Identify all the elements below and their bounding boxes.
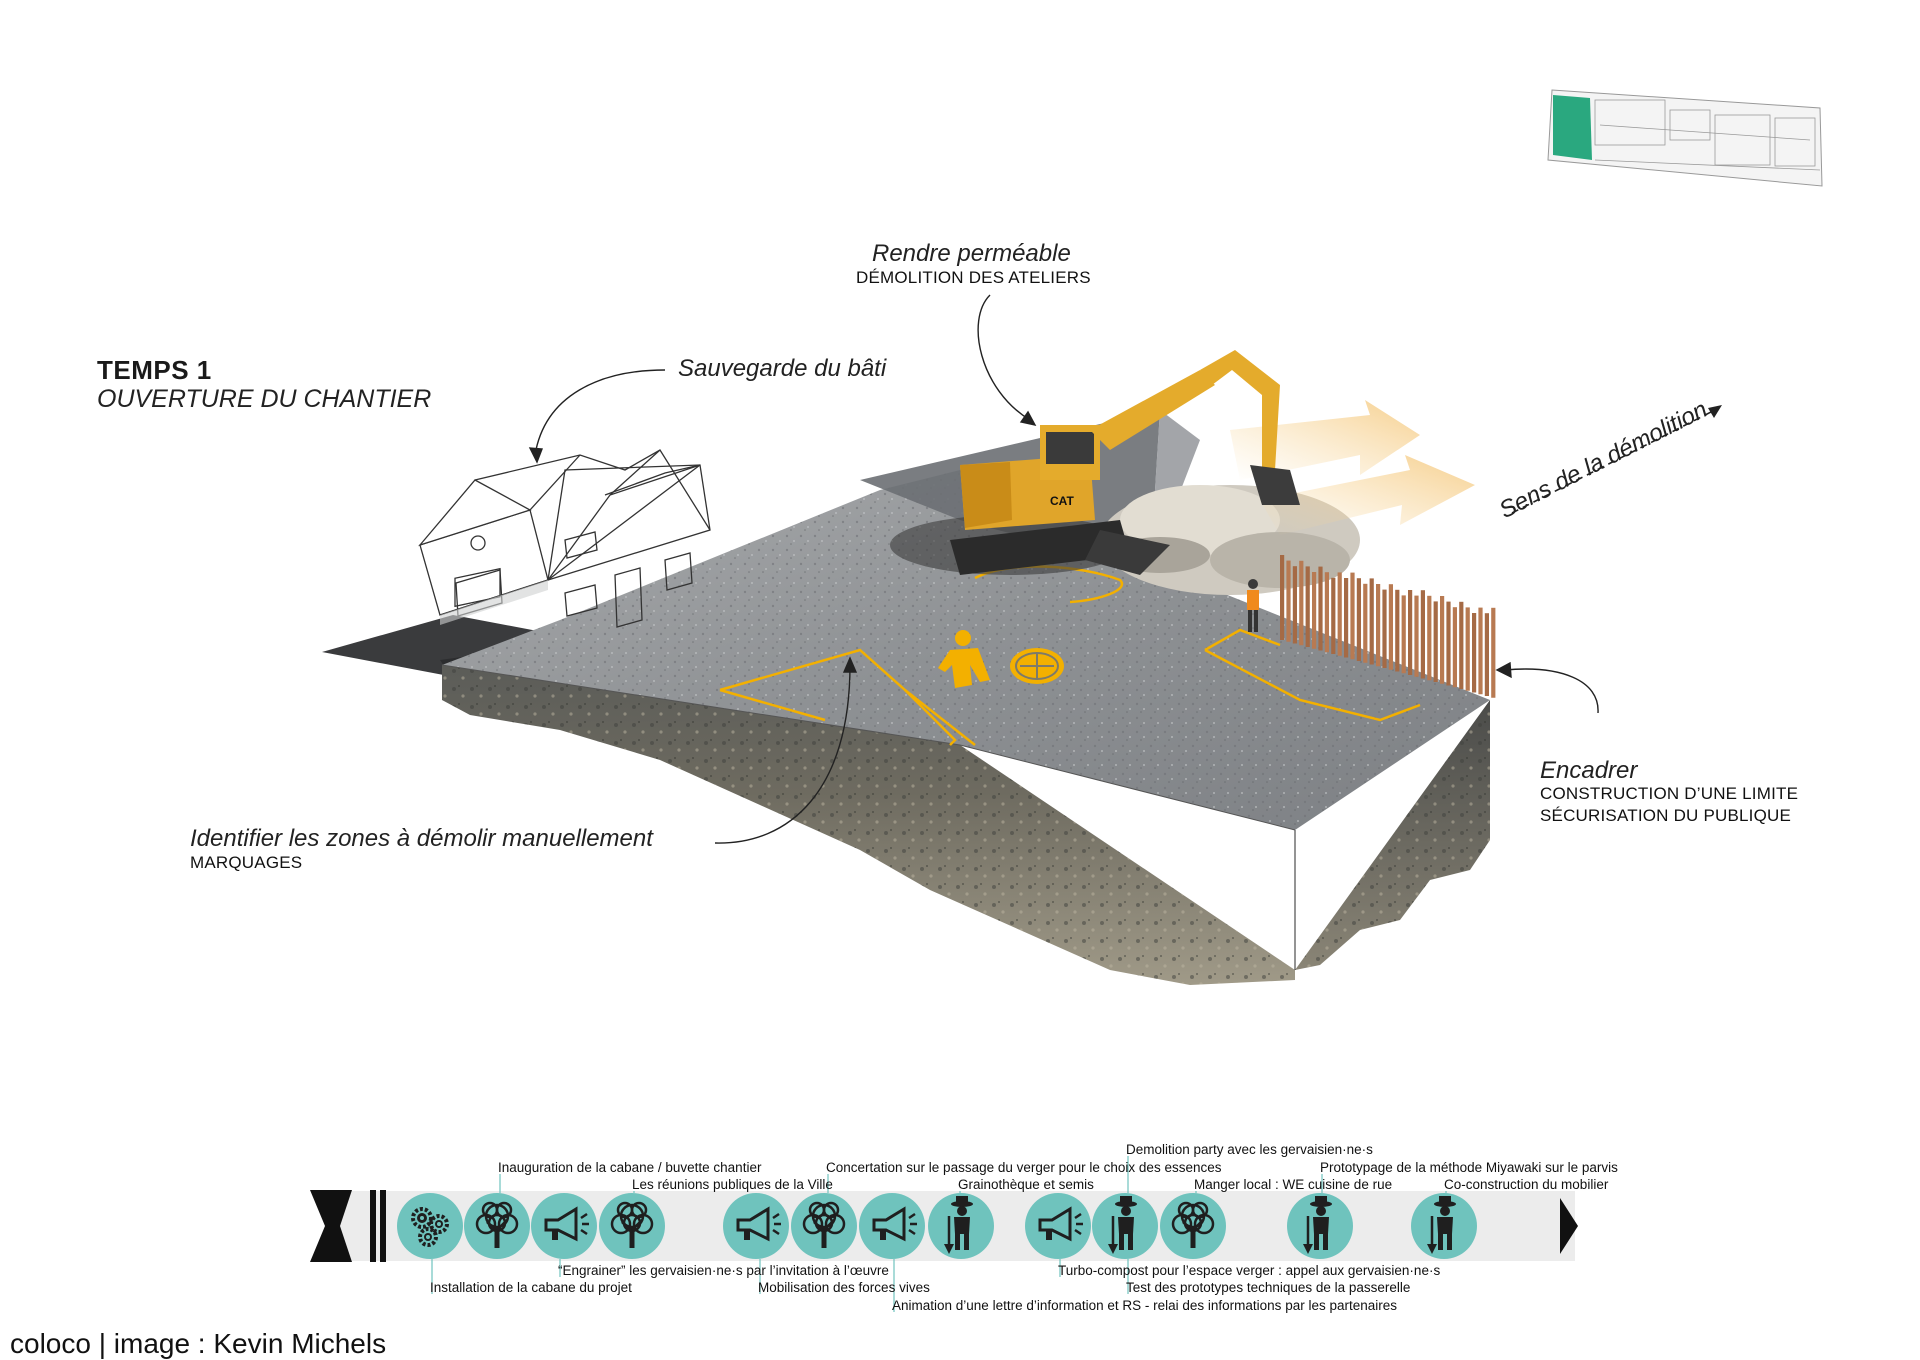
timeline-label-bottom: Turbo-compost pour l’espace verger : app… [1058,1263,1441,1278]
timeline-label-top: Concertation sur le passage du verger po… [826,1160,1222,1175]
timeline-connectors [431,1156,1447,1312]
locator-map [1546,77,1823,192]
wooden-fence [1280,555,1496,698]
annotation-encadrer-caption-1: CONSTRUCTION D’UNE LIMITE [1540,784,1799,803]
fence-slat [1459,601,1464,689]
fence-slat [1286,560,1291,642]
fence-slat [1452,607,1457,688]
fence-slat [1324,572,1329,653]
timeline-start-marker [310,1190,352,1262]
timeline-label-top: Prototypage de la méthode Miyawaki sur l… [1320,1160,1618,1175]
fence-slat [1299,560,1304,646]
fence-slat [1363,583,1368,663]
timeline-label-top: Co-construction du mobilier [1444,1177,1609,1192]
fence-slat [1312,572,1317,649]
annotation-encadrer-caption-2: SÉCURISATION DU PUBLIQUE [1540,806,1792,825]
fence-slat [1331,577,1336,654]
fence-slat [1446,601,1451,686]
megaphone-icon [723,1193,789,1259]
fence-slat [1292,566,1297,644]
fence-slat [1376,584,1381,667]
annotation-encadrer-title: Encadrer [1540,757,1638,784]
image-credit: coloco | image : Kevin Michels [10,1328,387,1359]
fence-slat [1318,566,1323,651]
fence-slat [1472,613,1477,693]
gears-icon [397,1193,463,1259]
fence-slat [1491,607,1496,698]
fence-slat [1369,578,1374,665]
tree-icon [464,1193,530,1259]
page-subtitle: OUVERTURE DU CHANTIER [97,385,432,413]
dark-strip [322,615,585,680]
svg-text:CAT: CAT [1050,494,1074,508]
fence-slat [1401,595,1406,674]
fence-slat [1408,590,1413,675]
fence-slat [1344,578,1349,658]
gardener-icon [1411,1193,1477,1259]
manhole-marking [1010,648,1064,684]
megaphone-icon [1025,1193,1091,1259]
fence-slat [1484,613,1489,696]
tree-icon [1160,1193,1226,1259]
annotation-identifier-title: Identifier les zones à démolir manuellem… [190,825,653,852]
fence-slat [1440,596,1445,684]
fence-slat [1350,572,1355,660]
fence-slat [1414,595,1419,677]
fence-slat [1280,555,1285,640]
annotation-sauvegarde: Sauvegarde du bâti [678,355,887,382]
fence-slat [1420,590,1425,679]
gardener-icon [1092,1193,1158,1259]
timeline-label-bottom: “Engrainer” les gervaisien·ne·s par l’in… [558,1263,889,1278]
gardener-icon [928,1193,994,1259]
timeline-label-top: Manger local : WE cuisine de rue [1194,1177,1393,1192]
direction-arrow [1511,405,1722,514]
timeline-label-bottom: Mobilisation des forces vives [758,1280,930,1295]
house-sketch [418,449,711,628]
fence-slat [1478,607,1483,695]
timeline-end-arrow [1560,1198,1578,1254]
demolition-glow-arrows [1230,400,1475,535]
fence-slat [1433,601,1438,682]
megaphone-icon [531,1193,597,1259]
annotation-permeable-title: Rendre perméable [872,240,1071,267]
gardener-icon [1287,1193,1353,1259]
fence-slat [1382,589,1387,668]
page-title: TEMPS 1 [97,355,212,385]
annotation-identifier-caption: MARQUAGES [190,853,303,872]
leader-lines [528,294,1599,844]
fence-slat [1465,607,1470,691]
tree-icon [599,1193,665,1259]
megaphone-icon [859,1193,925,1259]
fence-slat [1305,566,1310,647]
timeline-label-top: Inauguration de la cabane / buvette chan… [498,1160,762,1175]
fence-slat [1427,595,1432,681]
timeline-label-bottom: Installation de la cabane du projet [430,1280,632,1295]
fence-slat [1337,572,1342,656]
fence-slat [1356,578,1361,661]
timeline-label-top: Les réunions publiques de la Ville [632,1177,833,1192]
fence-slat [1388,584,1393,670]
timeline-label-bottom: Test des prototypes techniques de la pas… [1126,1280,1411,1295]
annotation-permeable-caption: DÉMOLITION DES ATELIERS [856,268,1091,287]
fence-slat [1395,589,1400,672]
timeline-label-bottom: Animation d’une lettre d’information et … [892,1298,1397,1313]
site-worker [1247,579,1259,632]
timeline-label-top: Grainothèque et semis [958,1177,1094,1192]
worker-marking [938,630,990,688]
timeline-icons [397,1193,1477,1259]
timeline-label-top: Demolition party avec les gervaisien·ne·… [1126,1142,1373,1157]
tree-icon [791,1193,857,1259]
excavator: CAT [890,350,1300,575]
